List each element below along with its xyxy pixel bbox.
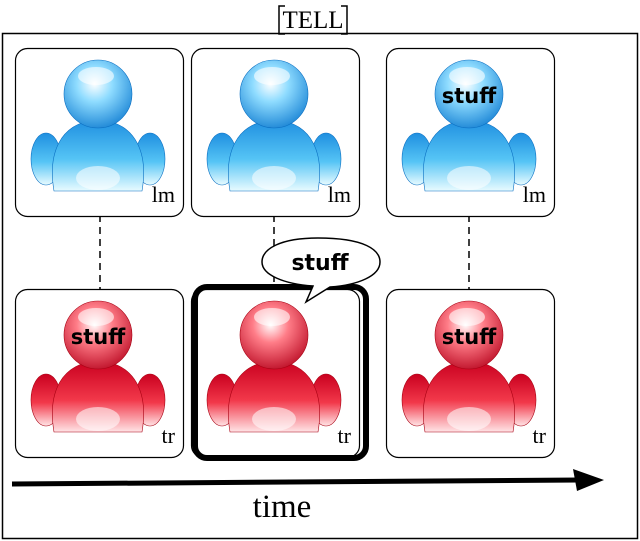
top_row-cell-3: stuff lm	[385, 47, 556, 218]
top_row-role-label: lm	[523, 182, 546, 207]
bottom_row-role-label: tr	[162, 423, 176, 448]
red-person-icon	[206, 300, 342, 433]
current-cell-highlight	[192, 284, 369, 461]
top_row-role-label: lm	[328, 182, 351, 207]
blue-person-icon	[30, 59, 166, 192]
frame-title: TELL	[282, 7, 343, 34]
time-axis-label: time	[253, 489, 312, 525]
time-axis-line	[11, 477, 581, 487]
bottom_row-cell-1: stuff tr	[14, 288, 185, 459]
bottom_row-cell-2: tr	[190, 288, 361, 459]
time-axis-arrowhead	[573, 469, 604, 491]
bottom_row-role-label: tr	[338, 423, 352, 448]
tell-frame	[1, 32, 639, 540]
title-bracket-left	[278, 5, 285, 35]
top_row-cell-2: lm	[190, 47, 361, 218]
red-person-icon	[30, 300, 166, 433]
speech-bubble-shape	[261, 237, 381, 304]
blue-person-icon	[401, 59, 537, 192]
connectors	[99, 215, 470, 295]
top_row-role-label: lm	[152, 182, 175, 207]
bottom_row-cell-3: stuff tr	[385, 288, 556, 459]
bottom_row-role-label: tr	[533, 423, 547, 448]
top_row-cell-1: lm	[14, 47, 185, 218]
top_row-head-text: stuff	[442, 84, 497, 108]
blue-person-icon	[206, 59, 342, 192]
red-person-icon	[401, 300, 537, 433]
speech-bubble: stuff	[261, 237, 381, 304]
bottom_row-head-text: stuff	[442, 325, 497, 349]
bottom_row-head-text: stuff	[71, 325, 126, 349]
title-bracket-right	[341, 5, 348, 35]
speech-bubble-text: stuff	[291, 251, 349, 276]
